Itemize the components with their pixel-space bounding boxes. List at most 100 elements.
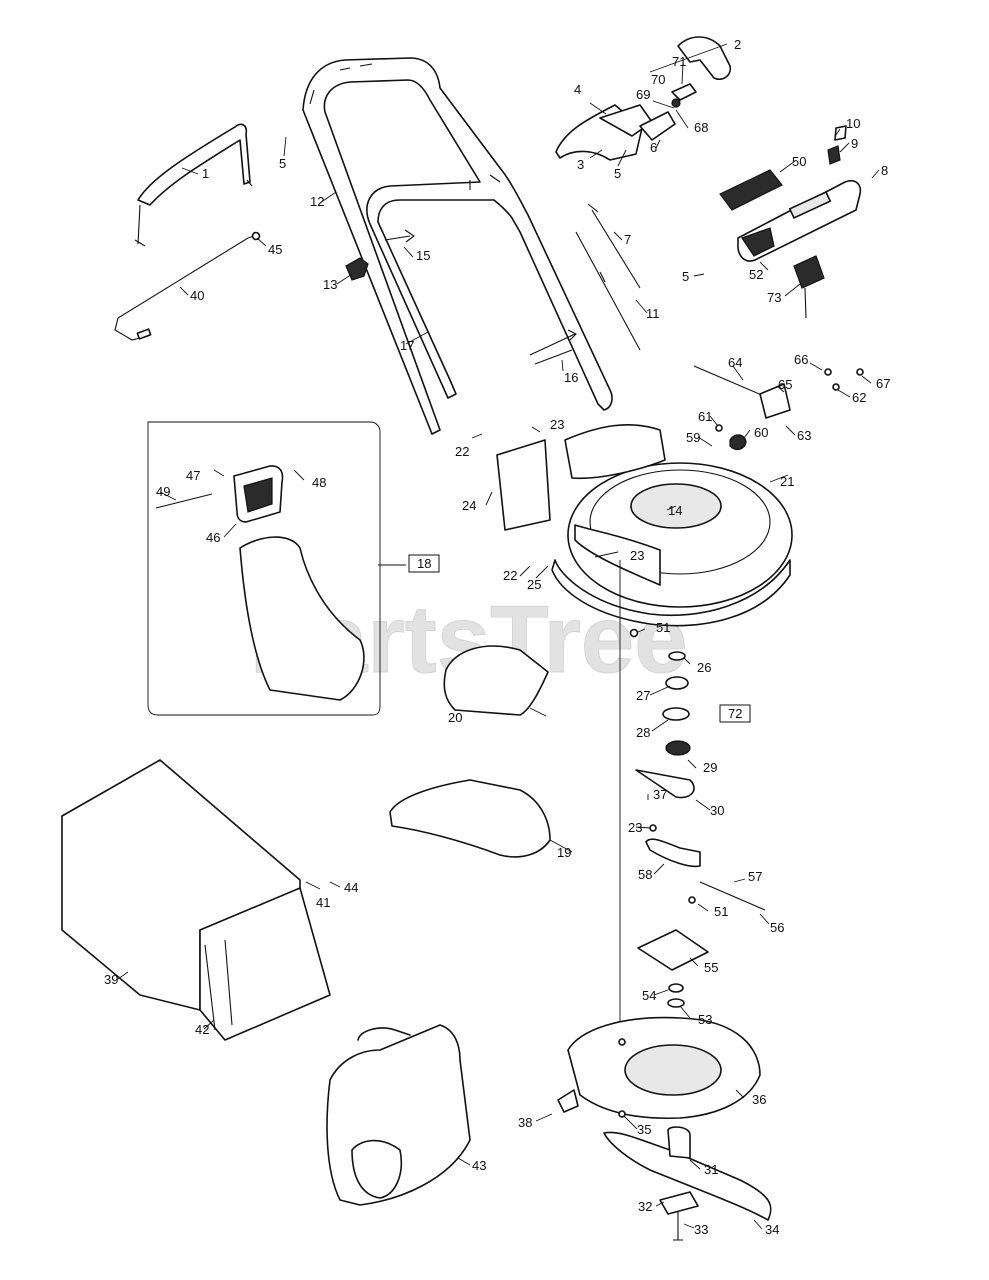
callout-23c: 23 <box>628 820 642 835</box>
drive-stack-part <box>629 628 766 1008</box>
leader-lines <box>117 43 880 1230</box>
drive-control-rod-part <box>114 231 261 341</box>
control-bail-part <box>134 123 253 247</box>
callout-27: 27 <box>636 688 650 703</box>
callout-31: 31 <box>704 1162 718 1177</box>
callout-46: 46 <box>206 530 220 545</box>
callout-3: 3 <box>577 157 584 172</box>
callout-64: 64 <box>728 355 742 370</box>
callout-5a: 5 <box>279 156 286 171</box>
callout-25: 25 <box>527 577 541 592</box>
callout-12: 12 <box>310 194 324 209</box>
callout-2: 2 <box>734 37 741 52</box>
rear-flap-part <box>326 1024 471 1206</box>
callout-30: 30 <box>710 803 724 818</box>
mulch-plug-part <box>389 779 551 858</box>
callout-22b: 22 <box>503 568 517 583</box>
bag-assembly-boundary <box>147 421 381 716</box>
bag-rod-part <box>155 493 213 509</box>
callout-61: 61 <box>698 409 712 424</box>
callout-45: 45 <box>268 242 282 257</box>
callout-39: 39 <box>104 972 118 987</box>
callout-13: 13 <box>323 277 337 292</box>
battery-part <box>719 169 862 262</box>
callout-41: 41 <box>316 895 330 910</box>
control-cable-part <box>575 231 641 351</box>
control-bracket-part <box>555 36 732 161</box>
boxed-label-72: 72 <box>719 704 751 723</box>
callout-34: 34 <box>765 1222 779 1237</box>
callout-66: 66 <box>794 352 808 367</box>
callout-9: 9 <box>851 136 858 151</box>
callout-48: 48 <box>312 475 326 490</box>
callout-11: 11 <box>646 306 660 321</box>
callout-6: 6 <box>650 140 657 155</box>
callout-16: 16 <box>564 370 578 385</box>
callout-50: 50 <box>792 154 806 169</box>
callout-23a: 23 <box>550 417 564 432</box>
callout-44: 44 <box>344 880 358 895</box>
mower-deck-part <box>496 424 793 627</box>
callout-43: 43 <box>472 1158 486 1173</box>
callout-38: 38 <box>518 1115 532 1130</box>
callout-20: 20 <box>448 710 462 725</box>
bag-frame-part <box>233 465 284 523</box>
callout-24: 24 <box>462 498 476 513</box>
callout-57: 57 <box>748 869 762 884</box>
callout-69: 69 <box>636 87 650 102</box>
callout-23b: 23 <box>630 548 644 563</box>
side-discharge-part <box>443 645 549 716</box>
callout-70: 70 <box>651 72 665 87</box>
callout-55: 55 <box>704 960 718 975</box>
callout-19: 19 <box>557 845 571 860</box>
callout-67: 67 <box>876 376 890 391</box>
callout-1: 1 <box>202 166 209 181</box>
blade-housing-part <box>557 1016 761 1120</box>
callout-53: 53 <box>698 1012 712 1027</box>
callout-59: 59 <box>686 430 700 445</box>
callouts: 1 2 3 4 5 5 5 6 7 8 9 10 11 12 13 14 15 … <box>104 37 890 1237</box>
callout-73: 73 <box>767 290 781 305</box>
callout-15: 15 <box>416 248 430 263</box>
callout-35: 35 <box>637 1122 651 1137</box>
charger-part <box>793 255 825 319</box>
blade-bolt-part <box>618 1110 626 1118</box>
callout-65: 65 <box>778 377 792 392</box>
boxed-label-18: 18 <box>408 554 440 573</box>
safety-key-part <box>834 125 847 141</box>
callout-42: 42 <box>195 1022 209 1037</box>
callout-37: 37 <box>653 787 667 802</box>
callout-28: 28 <box>636 725 650 740</box>
callout-47: 47 <box>186 468 200 483</box>
callout-60: 60 <box>754 425 768 440</box>
callout-56: 56 <box>770 920 784 935</box>
cable-clips-part <box>529 329 577 365</box>
callout-52: 52 <box>749 267 763 282</box>
callout-49: 49 <box>156 484 170 499</box>
key-part <box>827 145 841 165</box>
callout-51b: 51 <box>714 904 728 919</box>
bag-chute-part <box>239 536 365 701</box>
callout-21: 21 <box>780 474 794 489</box>
callout-22a: 22 <box>455 444 469 459</box>
callout-7: 7 <box>624 232 631 247</box>
callout-10: 10 <box>846 116 860 131</box>
callout-5c: 5 <box>682 269 689 284</box>
grass-bag-part <box>61 759 331 1041</box>
handle-bolt-part <box>384 229 415 243</box>
callout-62: 62 <box>852 390 866 405</box>
callout-14: 14 <box>668 503 682 518</box>
callout-36: 36 <box>752 1092 766 1107</box>
upper-handle-part <box>302 57 613 435</box>
blade-part <box>603 1126 772 1241</box>
callout-5b: 5 <box>614 166 621 181</box>
handle-knob-part <box>345 257 369 281</box>
callout-4: 4 <box>574 82 581 97</box>
callout-17: 17 <box>400 338 414 353</box>
height-adjuster-part <box>693 365 864 451</box>
callout-63: 63 <box>797 428 811 443</box>
callout-29: 29 <box>703 760 717 775</box>
callout-8: 8 <box>881 163 888 178</box>
cable-part <box>587 203 641 289</box>
